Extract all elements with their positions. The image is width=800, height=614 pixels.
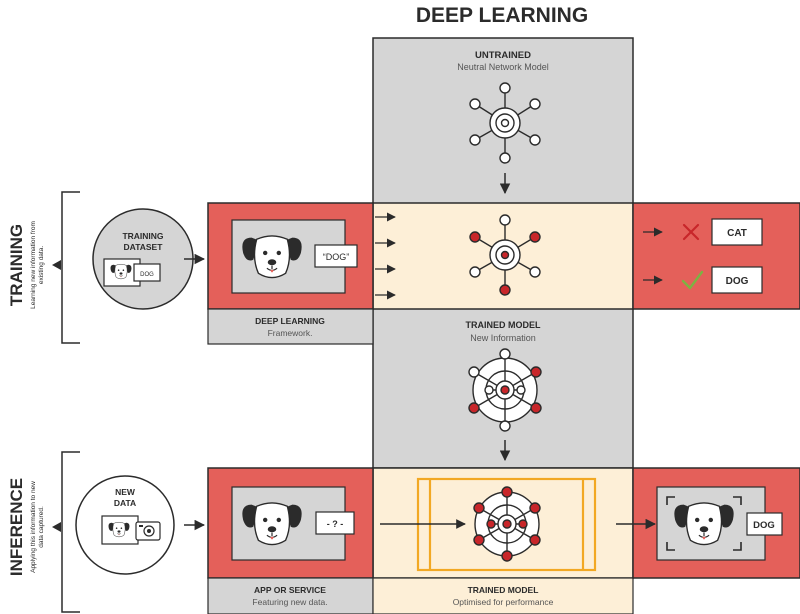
trained-network-icon	[468, 348, 542, 432]
inference-side-desc-line1: Applying this information to new	[30, 481, 37, 573]
training-side-desc-line1: Learning new information from	[30, 221, 37, 309]
trained-model-title: TRAINED MODEL	[466, 320, 541, 330]
training-dataset-label-card	[133, 263, 161, 282]
inference-side-desc-line2: data captured.	[38, 506, 45, 548]
diagram-title: DEEP LEARNING	[416, 4, 588, 27]
app-service-title: APP OR SERVICE	[254, 585, 326, 595]
training-side-desc-line2: existing data.	[38, 246, 45, 284]
inference-model-caption-panel	[372, 577, 634, 614]
untrained-title: UNTRAINED	[475, 50, 531, 61]
inference-model-subtitle: Optimised for performance	[453, 597, 554, 607]
trained-model-subtitle: New Information	[470, 333, 536, 343]
new-data-title-line1: NEW	[115, 487, 136, 497]
inference-side-label: INFERENCE	[7, 478, 26, 576]
correct-check-icon	[681, 270, 704, 290]
viewfinder-icon	[666, 496, 742, 551]
camera-icon	[135, 521, 161, 541]
training-dataset-title-line1: TRAINING	[122, 231, 163, 241]
output-dog-box	[711, 266, 763, 294]
inference-bracket-pointer	[52, 522, 61, 532]
inference-network-icon	[473, 486, 541, 562]
inference-bracket	[61, 451, 80, 613]
inference-output-label-box	[746, 512, 783, 536]
new-data-title-line2: DATA	[114, 498, 136, 508]
inference-model-title: TRAINED MODEL	[468, 585, 539, 595]
training-dataset-label-text: DOG	[140, 272, 154, 278]
training-bracket-pointer	[52, 260, 61, 270]
training-framework-subtitle: Framework.	[268, 328, 313, 338]
untrained-network-icon	[469, 82, 541, 164]
training-framework-title: DEEP LEARNING	[255, 316, 325, 326]
app-service-subtitle: Featuring new data.	[252, 597, 327, 607]
inference-input-tag: - ? -	[327, 519, 344, 529]
output-cat-box	[711, 218, 763, 246]
training-network-icon	[469, 214, 541, 296]
training-framework-panel	[207, 308, 374, 345]
output-dog-label: DOG	[726, 276, 749, 287]
training-side-label: TRAINING	[7, 224, 26, 306]
inference-app-panel	[207, 577, 374, 614]
output-cat-label: CAT	[727, 228, 747, 239]
untrained-subtitle: Neutral Network Model	[457, 62, 549, 72]
training-input-tag-box	[314, 244, 358, 268]
training-dataset-title-line2: DATASET	[124, 242, 164, 252]
inference-input-tag-box	[315, 511, 355, 535]
training-input-tag: “DOG”	[323, 252, 350, 262]
training-bracket	[61, 191, 80, 344]
wrong-cross-icon	[682, 223, 700, 241]
inference-output-label: DOG	[753, 520, 775, 531]
